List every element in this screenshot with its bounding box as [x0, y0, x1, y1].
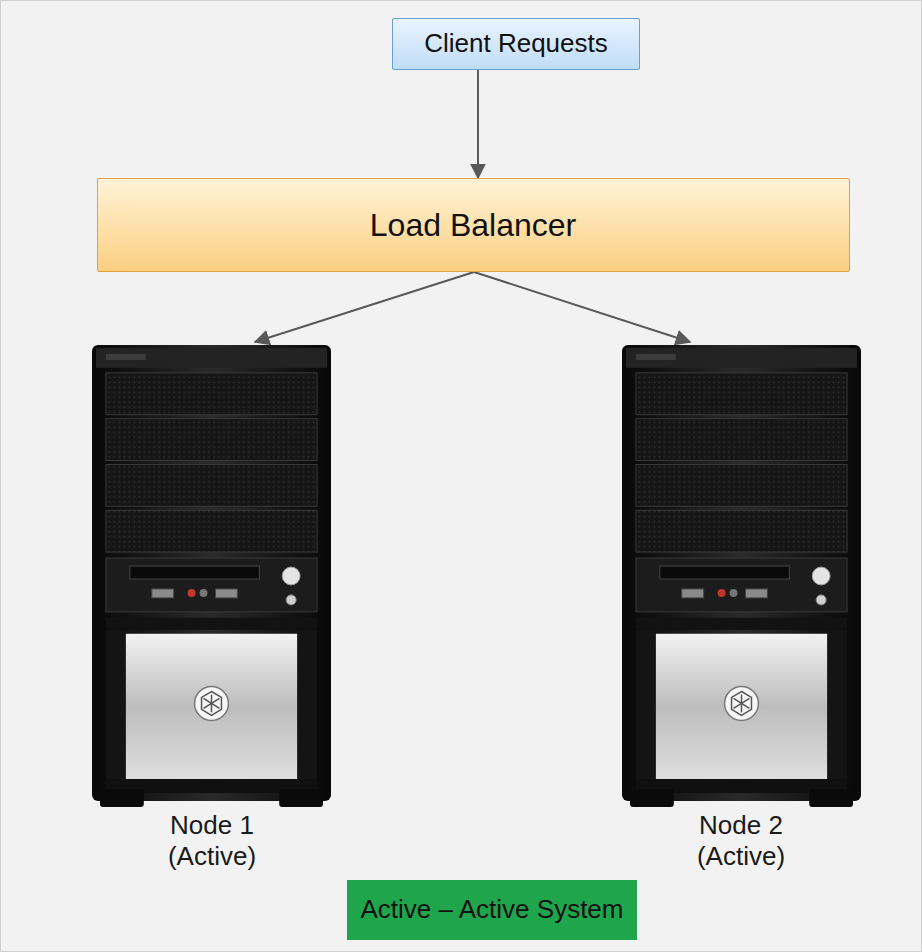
arrow-connector [474, 272, 690, 342]
node-label: Active – Active System [361, 894, 624, 925]
arrow-connector [255, 272, 474, 342]
load-balancer-box: Load Balancer [97, 178, 850, 272]
node-label: Node 2 (Active) [676, 810, 806, 872]
client-box: Client Requests [392, 18, 640, 70]
computer-tower [622, 345, 861, 807]
arrow-connector [477, 70, 479, 178]
system-label-box: Active – Active System [347, 880, 638, 940]
node-label: Node 1 (Active) [147, 810, 277, 872]
node-label: Load Balancer [370, 206, 576, 244]
server-node: Node 1 (Active) [87, 342, 337, 872]
computer-tower [92, 345, 331, 807]
server-node: Node 2 (Active) [616, 342, 866, 872]
node-label: Client Requests [424, 28, 608, 59]
